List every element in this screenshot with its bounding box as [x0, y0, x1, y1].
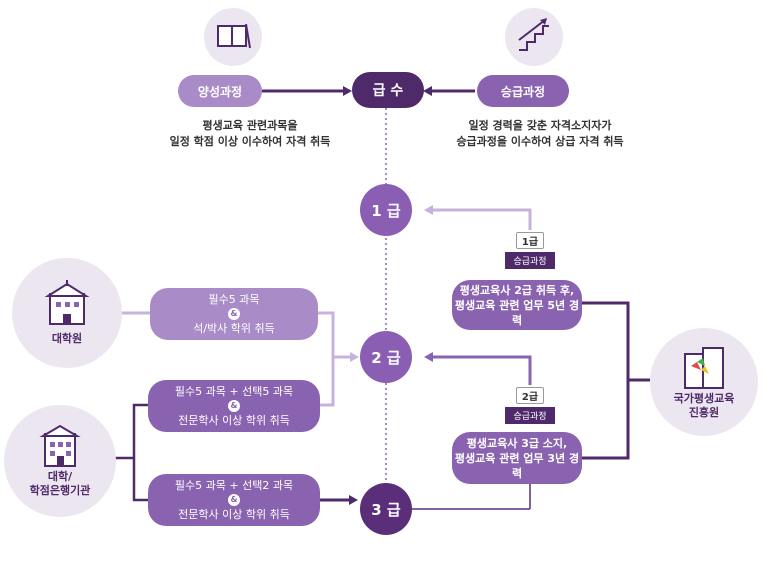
- promotion2-line2: 평생교육 관련 업무 3년 경력: [454, 451, 580, 480]
- course1-line2: 석/박사 학위 취득: [193, 322, 275, 335]
- promotion-box-grade2: 평생교육사 3급 소지, 평생교육 관련 업무 3년 경력: [452, 432, 582, 484]
- university-credit-bank: 대학/ 학점은행기관: [4, 405, 116, 517]
- course3-line1: 필수5 과목 + 선택2 과목: [174, 479, 294, 492]
- promotion1-tag: 1급: [515, 232, 545, 249]
- building-icon: [44, 280, 90, 325]
- graduate-school: 대학원: [12, 258, 122, 368]
- course2-amp: &: [228, 400, 240, 412]
- course2-line1: 필수5 과목 + 선택5 과목: [174, 385, 294, 398]
- promotion-ribbon-1: 1급 승급과정: [490, 230, 570, 269]
- promotion1-line2: 평생교육 관련 업무 5년 경력: [454, 298, 580, 327]
- training-desc-line1: 평생교육 관련과목을: [202, 119, 298, 132]
- grade-1-circle: 1 급: [360, 184, 412, 236]
- training-course-label: 양성과정: [178, 75, 262, 107]
- course3-line2: 전문학사 이상 학위 취득: [178, 508, 290, 521]
- university-label-line1: 대학/: [47, 470, 73, 483]
- office-building-icon: [684, 347, 724, 389]
- promotion-description: 일정 경력을 갖춘 자격소지자가 승급과정을 이수하여 상급 자격 취득: [420, 118, 660, 150]
- university-label-line2: 학점은행기관: [29, 484, 91, 497]
- training-description: 평생교육 관련과목을 일정 학점 이상 이수하여 자격 취득: [140, 118, 360, 150]
- promotion2-line1: 평생교육사 3급 소지,: [466, 436, 568, 450]
- course1-amp: &: [228, 308, 240, 320]
- nile-label-line2: 진흥원: [688, 406, 720, 419]
- book-icon: [204, 8, 262, 66]
- promotion-course-label: 승급과정: [477, 75, 569, 107]
- grade-header: 급 수: [352, 72, 424, 108]
- grade-3-circle: 3 급: [360, 483, 412, 535]
- training-desc-line2: 일정 학점 이상 이수하여 자격 취득: [169, 135, 331, 148]
- course3-amp: &: [228, 494, 240, 506]
- promotion1-line1: 평생교육사 2급 취득 후,: [459, 283, 575, 297]
- course-box-grade3: 필수5 과목 + 선택2 과목 & 전문학사 이상 학위 취득: [148, 474, 320, 526]
- promotion-desc-line1: 일정 경력을 갖춘 자격소지자가: [468, 119, 612, 132]
- course2-line2: 전문학사 이상 학위 취득: [178, 414, 290, 427]
- promotion-box-grade1: 평생교육사 2급 취득 후, 평생교육 관련 업무 5년 경력: [452, 280, 582, 330]
- stairs-icon: [505, 8, 563, 66]
- nile-label-line1: 국가평생교육: [673, 392, 735, 405]
- promotion-ribbon-2: 2급 승급과정: [490, 385, 570, 424]
- promotion2-band: 승급과정: [505, 407, 555, 424]
- graduate-school-label: 대학원: [51, 332, 83, 345]
- promotion2-tag: 2급: [515, 387, 545, 404]
- promotion-desc-line2: 승급과정을 이수하여 상급 자격 취득: [456, 135, 624, 148]
- course1-line1: 필수5 과목: [208, 293, 260, 306]
- grade-2-circle: 2 급: [360, 331, 412, 383]
- promotion1-band: 승급과정: [505, 252, 555, 269]
- nile-institute: 국가평생교육 진흥원: [650, 328, 758, 436]
- course-box-graduate: 필수5 과목 & 석/박사 학위 취득: [150, 288, 318, 340]
- university-building-icon: [39, 424, 81, 467]
- course-box-grade2: 필수5 과목 + 선택5 과목 & 전문학사 이상 학위 취득: [148, 380, 320, 432]
